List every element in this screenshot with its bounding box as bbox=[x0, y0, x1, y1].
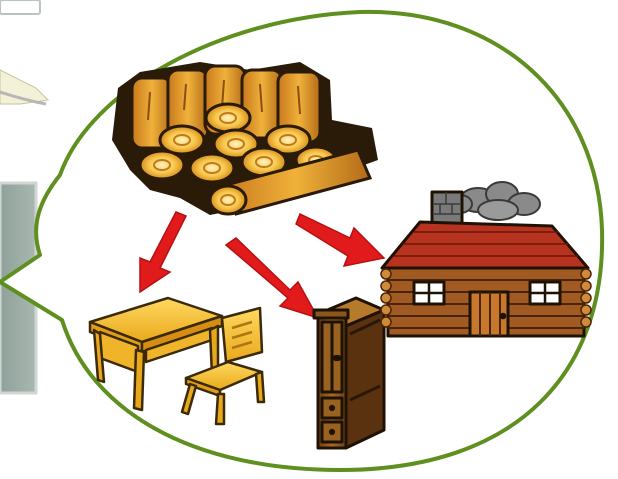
arrow-to-wardrobe-icon bbox=[224, 237, 320, 320]
cabin-door-icon bbox=[468, 290, 510, 338]
log-cabin-icon bbox=[380, 181, 592, 338]
wardrobe-icon bbox=[312, 296, 386, 450]
cabin-window-right-icon bbox=[528, 280, 562, 306]
arrow-to-cabin-icon bbox=[295, 212, 386, 268]
background-panels bbox=[0, 0, 50, 395]
log-pile-icon bbox=[112, 62, 378, 216]
desk-chair-icon bbox=[88, 296, 266, 426]
arrows bbox=[139, 211, 386, 320]
arrow-to-desk-icon bbox=[139, 211, 188, 294]
cabin-window-left-icon bbox=[412, 280, 446, 306]
